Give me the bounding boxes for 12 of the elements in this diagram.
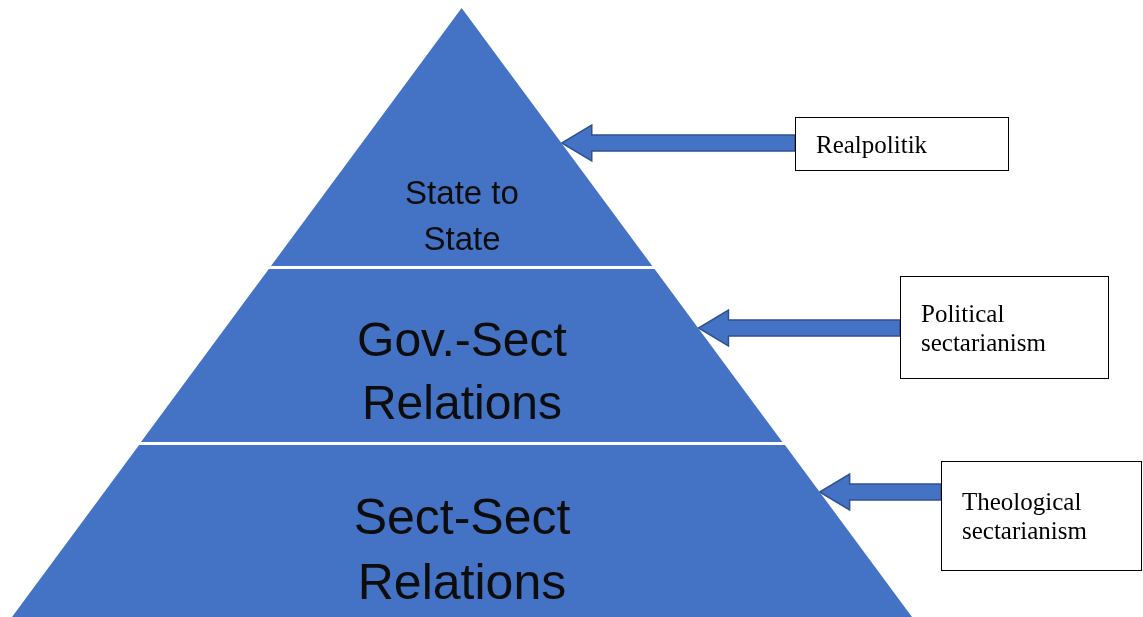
box-label: Political sectarianism <box>921 298 1047 357</box>
tier-label: State to State <box>404 173 520 259</box>
block-arrow <box>697 308 901 348</box>
block-arrow <box>818 472 942 512</box>
box-label: Theological sectarianism <box>962 487 1088 545</box>
text-box <box>941 461 1142 571</box>
text-box <box>900 276 1109 379</box>
box-label: Realpolitik <box>816 129 928 159</box>
block-arrow <box>560 123 796 163</box>
text-box <box>795 117 1009 171</box>
tier-label: Gov.-Sect Relations <box>356 312 568 431</box>
tier-label: Sect-Sect Relations <box>352 488 572 612</box>
